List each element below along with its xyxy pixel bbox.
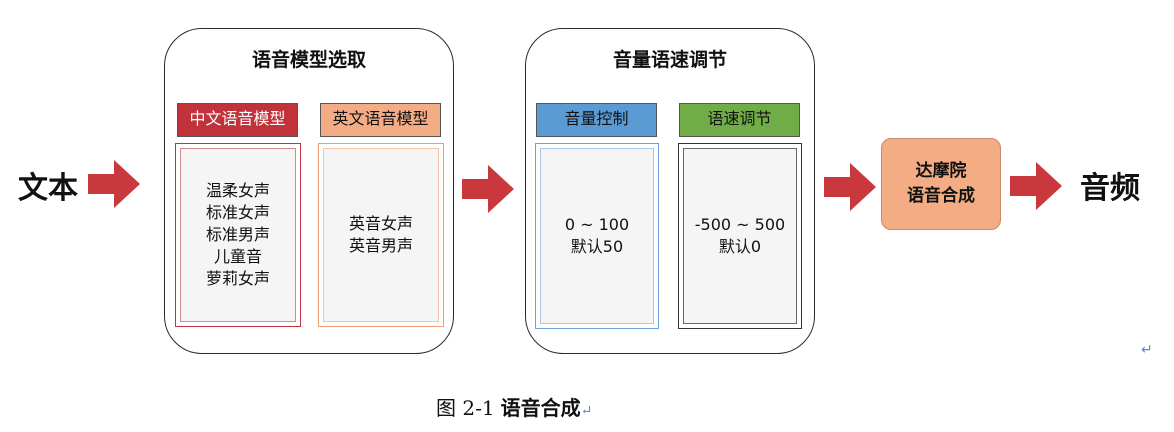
list-item: 标准男声 (205, 225, 270, 244)
synth-line-1: 达摩院 (915, 161, 967, 181)
speed-values: -500 ~ 500 默认0 (695, 214, 785, 258)
speed-adjust-panel: -500 ~ 500 默认0 (678, 143, 802, 329)
synth-line-2: 语音合成 (907, 186, 975, 206)
chinese-model-header: 中文语音模型 (177, 103, 298, 137)
input-label: 文本 (18, 171, 78, 206)
output-label: 音频 (1080, 171, 1140, 206)
arrow-right-icon (462, 165, 514, 213)
list-item: 英音男声 (348, 236, 413, 255)
list-item: 标准女声 (205, 203, 270, 222)
caption-name: 语音合成 (500, 396, 581, 420)
speed-default: 默认0 (718, 237, 762, 256)
list-item: 萝莉女声 (205, 269, 270, 288)
chinese-model-panel: 温柔女声 标准女声 标准男声 儿童音 萝莉女声 (175, 143, 301, 327)
english-model-list: 英音女声 英音男声 (349, 213, 413, 257)
adjust-group-title: 音量语速调节 (612, 49, 727, 71)
volume-values: 0 ~ 100 默认50 (565, 214, 629, 258)
arrow-right-icon (1010, 162, 1062, 210)
arrow-right-icon (824, 163, 876, 211)
list-item: 儿童音 (213, 247, 262, 266)
english-model-header: 英文语音模型 (320, 103, 441, 137)
volume-default: 默认50 (570, 237, 624, 256)
damo-speech-synthesis-box: 达摩院 语音合成 (881, 138, 1001, 230)
volume-control-header: 音量控制 (536, 103, 657, 137)
list-item: 温柔女声 (205, 181, 270, 200)
return-mark-icon: ↵ (1141, 342, 1153, 358)
speed-adjust-header: 语速调节 (679, 103, 800, 137)
volume-speed-group: 音量语速调节 音量控制 0 ~ 100 默认50 语速调节 -500 ~ 500… (525, 28, 815, 354)
speed-range: -500 ~ 500 (694, 215, 786, 234)
arrow-right-icon (88, 160, 140, 208)
volume-control-panel: 0 ~ 100 默认50 (535, 143, 659, 329)
model-group-title: 语音模型选取 (251, 49, 366, 71)
list-item: 英音女声 (348, 214, 413, 233)
chinese-model-list: 温柔女声 标准女声 标准男声 儿童音 萝莉女声 (206, 180, 270, 290)
english-model-panel: 英音女声 英音男声 (318, 143, 444, 327)
volume-range: 0 ~ 100 (564, 215, 630, 234)
caption-number: 图 2-1 (436, 396, 495, 420)
model-selection-group: 语音模型选取 中文语音模型 温柔女声 标准女声 标准男声 儿童音 萝莉女声 英文… (164, 28, 454, 354)
return-mark-icon: ↵ (580, 403, 593, 419)
